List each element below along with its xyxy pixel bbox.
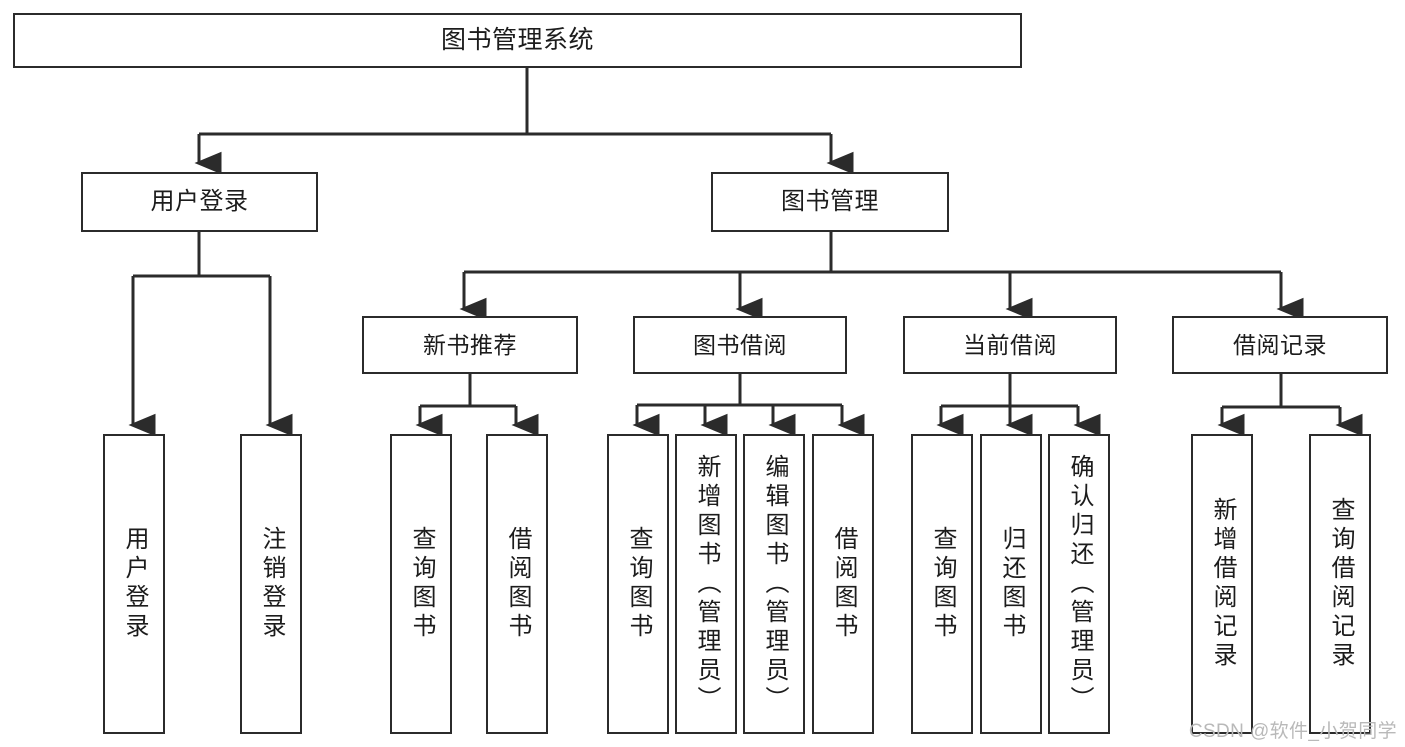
- node-leaf-add-book-label: 新增图书（管理员）: [692, 453, 720, 715]
- node-borrow-record[interactable]: 借阅记录: [1172, 316, 1388, 374]
- node-user-login-label: 用户登录: [150, 188, 249, 216]
- node-leaf-confirm-return-label: 确认归还（管理员）: [1065, 453, 1093, 715]
- node-leaf-query-record-label: 查询借阅记录: [1326, 497, 1354, 671]
- node-new-book-rec-label: 新书推荐: [423, 331, 517, 358]
- node-leaf-edit-book-label: 编辑图书（管理员）: [760, 453, 788, 715]
- node-leaf-logout[interactable]: 注销登录: [240, 434, 302, 734]
- node-leaf-query-record[interactable]: 查询借阅记录: [1309, 434, 1371, 734]
- node-book-manage[interactable]: 图书管理: [711, 172, 949, 232]
- node-leaf-user-login[interactable]: 用户登录: [103, 434, 165, 734]
- node-book-borrow[interactable]: 图书借阅: [633, 316, 847, 374]
- node-current-borrow-label: 当前借阅: [963, 331, 1057, 358]
- node-leaf-borrow-book-2-label: 借阅图书: [829, 526, 857, 642]
- node-leaf-borrow-book-2[interactable]: 借阅图书: [812, 434, 874, 734]
- node-leaf-add-record-label: 新增借阅记录: [1208, 497, 1236, 671]
- node-leaf-edit-book[interactable]: 编辑图书（管理员）: [743, 434, 805, 734]
- node-leaf-logout-label: 注销登录: [257, 526, 285, 642]
- node-leaf-return-book[interactable]: 归还图书: [980, 434, 1042, 734]
- node-book-manage-label: 图书管理: [781, 188, 879, 216]
- node-book-borrow-label: 图书借阅: [693, 331, 787, 358]
- node-leaf-add-record[interactable]: 新增借阅记录: [1191, 434, 1253, 734]
- node-leaf-return-book-label: 归还图书: [997, 526, 1025, 642]
- node-borrow-record-label: 借阅记录: [1233, 331, 1327, 358]
- node-leaf-borrow-book-1-label: 借阅图书: [503, 526, 531, 642]
- node-root-label: 图书管理系统: [440, 26, 594, 55]
- node-leaf-confirm-return[interactable]: 确认归还（管理员）: [1048, 434, 1110, 734]
- node-leaf-query-book-1[interactable]: 查询图书: [390, 434, 452, 734]
- node-leaf-query-book-2-label: 查询图书: [624, 526, 652, 642]
- node-current-borrow[interactable]: 当前借阅: [903, 316, 1117, 374]
- node-leaf-query-book-3-label: 查询图书: [928, 526, 956, 642]
- node-leaf-query-book-1-label: 查询图书: [407, 526, 435, 642]
- node-leaf-borrow-book-1[interactable]: 借阅图书: [486, 434, 548, 734]
- node-leaf-query-book-3[interactable]: 查询图书: [911, 434, 973, 734]
- node-new-book-rec[interactable]: 新书推荐: [362, 316, 578, 374]
- node-leaf-add-book[interactable]: 新增图书（管理员）: [675, 434, 737, 734]
- node-user-login[interactable]: 用户登录: [81, 172, 318, 232]
- node-root[interactable]: 图书管理系统: [13, 13, 1022, 68]
- node-leaf-user-login-label: 用户登录: [120, 526, 148, 642]
- node-leaf-query-book-2[interactable]: 查询图书: [607, 434, 669, 734]
